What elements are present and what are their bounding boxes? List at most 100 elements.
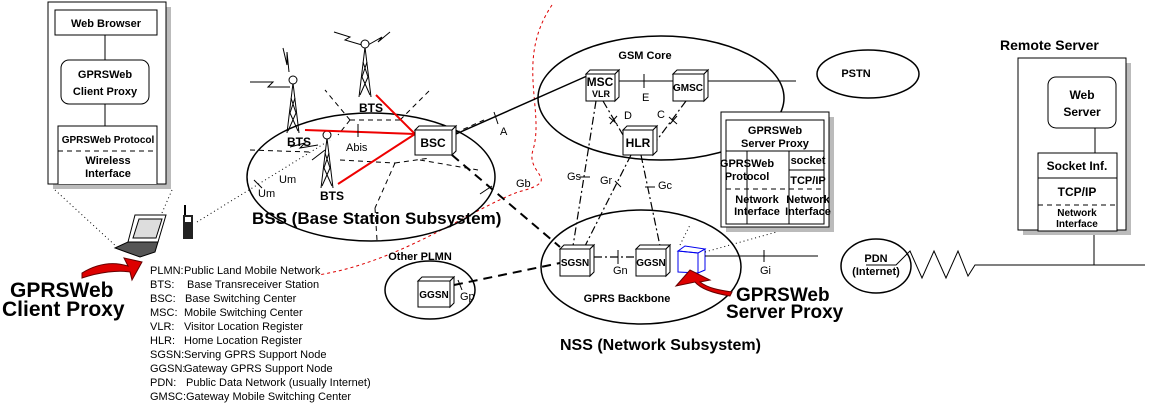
- remote-tcpip-label: TCP/IP: [1058, 185, 1097, 199]
- sgsn-node: SGSN: [558, 243, 596, 278]
- bss-nss-boundary: [317, 4, 553, 276]
- bsc-label: BSC: [420, 136, 446, 150]
- bss-ellipse: [246, 112, 496, 242]
- legend-desc: Home Location Register: [184, 335, 302, 347]
- web-server-label: Server: [1063, 105, 1101, 119]
- bts-label: BTS: [320, 189, 344, 203]
- server-proxy-stack: GPRSWeb Server Proxy GPRSWeb Protocol so…: [720, 111, 834, 232]
- other-ggsn-node: GGSN: [416, 275, 456, 309]
- web-browser-label: Web Browser: [71, 18, 142, 30]
- legend-abbr: VLR:: [150, 321, 174, 333]
- interface-gn-label: Gn: [613, 265, 628, 277]
- legend-abbr: HLR:: [150, 335, 175, 347]
- interface-gb-label: Gb: [516, 178, 531, 190]
- ggsn-node: GGSN: [634, 243, 672, 278]
- legend-desc: Public Land Mobile Network: [184, 265, 321, 277]
- pdn-label: (Internet): [852, 266, 900, 278]
- proxy-protocol-label: Protocol: [725, 171, 770, 183]
- ggsn-label: GGSN: [419, 290, 448, 301]
- wireless-label: Wireless: [85, 155, 130, 167]
- bsc-node: BSC: [413, 124, 458, 157]
- msc-label: MSC: [587, 75, 614, 89]
- legend-desc: Gateway Mobile Switching Center: [186, 391, 351, 403]
- ggsn-label: GGSN: [636, 258, 665, 269]
- legend-abbr: MSC:: [150, 307, 178, 319]
- um-label: Um: [258, 188, 275, 200]
- remote-server-stack: Web Server Socket Inf. TCP/IP Network In…: [1017, 57, 1131, 235]
- legend-desc: Public Data Network (usually Internet): [186, 377, 371, 389]
- client-proxy-callout: GPRSWeb: [10, 279, 113, 302]
- legend-abbr: SGSN:: [150, 349, 184, 361]
- interface-c-label: C: [657, 109, 665, 121]
- bts-label: BTS: [287, 135, 311, 149]
- nss-title: NSS (Network Subsystem): [560, 337, 761, 354]
- interface-gs-label: Gs: [567, 171, 582, 183]
- server-proxy-title: GPRSWeb: [748, 125, 802, 137]
- wan-link-zigzag: [866, 249, 1145, 280]
- msc-vlr-node: MSC VLR: [584, 68, 621, 103]
- remote-server-title: Remote Server: [1000, 37, 1099, 53]
- proxy-net-label: Interface: [785, 206, 831, 218]
- legend-desc: Visitor Location Register: [184, 321, 303, 333]
- gprs-backbone-ellipse: [540, 209, 742, 325]
- legend-abbr: BTS:: [150, 279, 174, 291]
- legend-desc: Mobile Switching Center: [184, 307, 303, 319]
- legend-abbr: PLMN:: [150, 265, 184, 277]
- bts-tower-icon: [358, 39, 372, 98]
- interface-d-label: D: [624, 110, 632, 122]
- vlr-label: VLR: [592, 89, 611, 99]
- proxy-net-label: Network: [786, 194, 830, 206]
- antenna-signal-icon: [250, 31, 391, 88]
- interface-gr-label: Gr: [600, 175, 613, 187]
- other-plmn-label: Other PLMN: [388, 251, 452, 263]
- pstn-ellipse: [816, 49, 920, 99]
- gsm-core-title: GSM Core: [618, 50, 671, 62]
- proxy-net-label: Network: [735, 194, 779, 206]
- server-proxy-callout: GPRSWeb: [736, 285, 830, 306]
- interface-e-label: E: [642, 92, 649, 104]
- um-label: Um: [279, 174, 296, 186]
- sgsn-label: SGSN: [561, 258, 589, 269]
- remote-net-label: Network: [1057, 208, 1097, 219]
- web-browser-box: [54, 9, 158, 36]
- client-proxy-callout: Client Proxy: [2, 298, 125, 321]
- mobile-phone-icon: [183, 205, 193, 239]
- bts-label: BTS: [359, 101, 383, 115]
- gsm-core-ellipse: [537, 35, 785, 161]
- interface-gp-label: Gp: [460, 291, 475, 303]
- remote-net-label: Interface: [1056, 219, 1098, 230]
- legend-desc: Base Transreceiver Station: [187, 279, 319, 291]
- interface-gi-label: Gi: [760, 265, 771, 277]
- legend-abbr: PDN:: [150, 377, 176, 389]
- gmsc-node: GMSC: [671, 68, 710, 103]
- pdn-ellipse: [840, 238, 912, 294]
- proxy-net-label: Interface: [734, 206, 780, 218]
- server-proxy-callout: Server Proxy: [726, 302, 844, 323]
- legend-desc: Gateway GPRS Support Node: [184, 363, 333, 375]
- bss-title: BSS (Base Station Subsystem): [252, 209, 501, 228]
- proxy-tcpip-label: TCP/IP: [790, 175, 825, 187]
- interface-a-label: A: [500, 126, 508, 138]
- hlr-label: HLR: [626, 136, 651, 150]
- bts-tower-icon: [320, 130, 334, 189]
- other-plmn-ellipse: [384, 260, 476, 320]
- legend-desc: Base Switching Center: [185, 293, 297, 305]
- legend-desc: Serving GPRS Support Node: [184, 349, 326, 361]
- proxy-protocol-label: GPRSWeb: [720, 158, 774, 170]
- legend: PLMN:Public Land Mobile Network BTS: Base…: [150, 265, 371, 403]
- gmsc-label: GMSC: [673, 83, 703, 94]
- server-proxy-arrow-icon: [674, 269, 733, 297]
- protocol-stack-box: [57, 125, 158, 184]
- abis-links: [304, 94, 416, 185]
- proxy-node-cube-icon: [676, 245, 707, 274]
- abis-label: Abis: [346, 142, 368, 154]
- client-stack: Web Browser GPRSWeb Client Proxy GPRSWeb…: [47, 1, 171, 189]
- web-server-label: Web: [1069, 88, 1094, 102]
- laptop-icon: [113, 214, 167, 258]
- pdn-label: PDN: [864, 253, 887, 265]
- proxy-socket-label: socket: [791, 155, 826, 167]
- socket-inf-label: Socket Inf.: [1047, 159, 1108, 173]
- cell-boundaries: [249, 89, 485, 241]
- bts-tower-icon: [286, 75, 300, 134]
